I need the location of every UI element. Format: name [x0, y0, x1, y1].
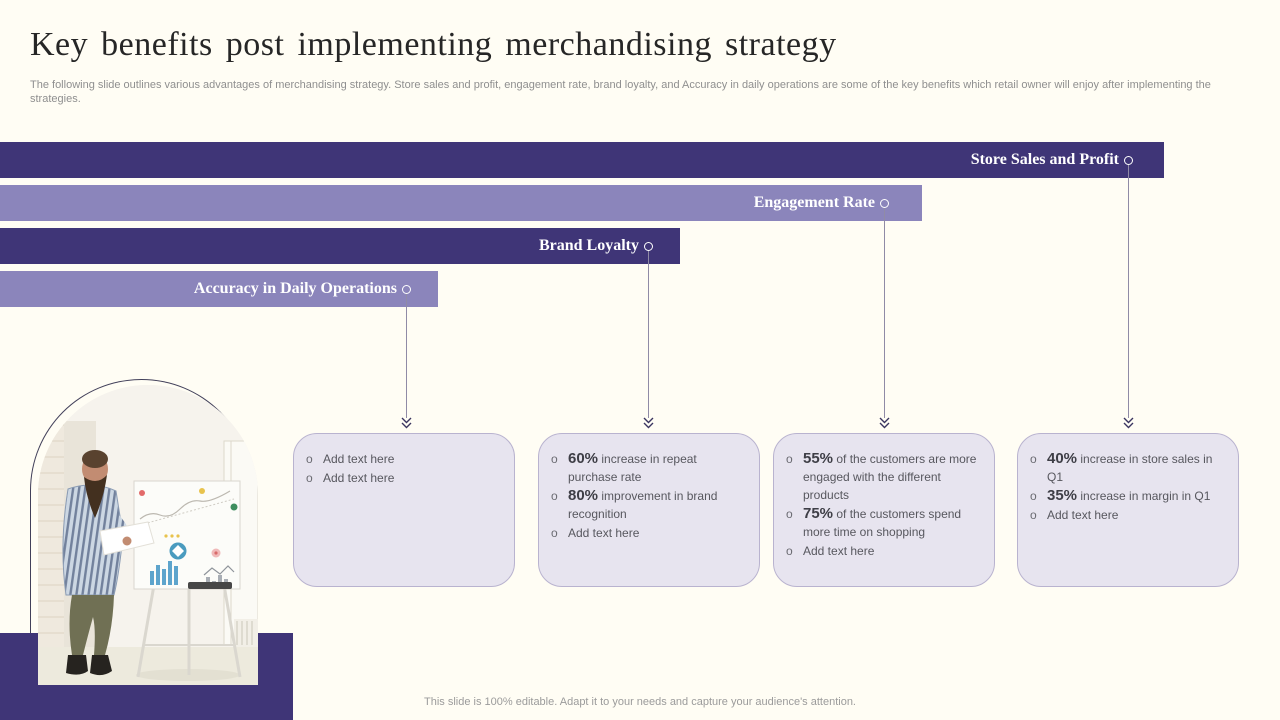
arrow-down-icon	[878, 417, 891, 435]
connector-line	[884, 208, 885, 418]
percentage-value: 60%	[568, 450, 599, 467]
connector-line	[648, 251, 649, 418]
benefit-bar-label: Engagement Rate	[753, 194, 875, 211]
card-item-text: Add text here	[1047, 508, 1119, 522]
marker-circle-icon	[401, 284, 411, 294]
bullet-icon: o	[551, 489, 558, 503]
card-item-text: Add text here	[323, 452, 395, 466]
card-item: o 75% of the customers spend more time on…	[786, 505, 984, 541]
card-item-text: 40% increase in store sales in Q1	[1047, 450, 1213, 484]
benefit-bar-label: Accuracy in Daily Operations	[193, 280, 397, 297]
card-item-text: 60% increase in repeat purchase rate	[568, 450, 697, 484]
benefit-bar-label: Brand Loyalty	[538, 237, 639, 254]
marker-circle-icon	[643, 241, 653, 251]
card-item-text: Add text here	[323, 471, 395, 485]
card-item-text: 75% of the customers spend more time on …	[803, 505, 962, 539]
bullet-icon: o	[1030, 508, 1037, 522]
card-item: o Add text here	[1030, 506, 1228, 524]
card-item: o 80% improvement in brand recognition	[551, 487, 749, 523]
footer-note: This slide is 100% editable. Adapt it to…	[424, 696, 856, 708]
card-item: o 60% increase in repeat purchase rate	[551, 450, 749, 486]
arrow-down-icon	[400, 417, 413, 435]
bullet-icon: o	[786, 507, 793, 521]
percentage-value: 80%	[568, 487, 599, 504]
bullet-icon: o	[1030, 489, 1037, 503]
benefit-card-4: o 40% increase in store sales in Q1 o 35% i…	[1017, 433, 1239, 587]
card-item: o Add text here	[786, 542, 984, 560]
card-item: o Add text here	[306, 450, 504, 468]
bullet-icon: o	[786, 544, 793, 558]
page-title: Key benefits post implementing merchandi…	[30, 26, 837, 63]
card-item: o Add text here	[551, 524, 749, 542]
benefit-bar-brand-loyalty: Brand Loyalty	[0, 228, 680, 264]
benefit-bar-store-sales-and-profit: Store Sales and Profit	[0, 142, 1164, 178]
presenter-photo-illustration	[38, 385, 258, 685]
card-item: o 35% increase in margin in Q1	[1030, 487, 1228, 505]
arrow-down-icon	[1122, 417, 1135, 435]
card-item-text: 35% increase in margin in Q1	[1047, 487, 1211, 504]
bullet-icon: o	[306, 471, 313, 485]
slide-description: The following slide outlines various adv…	[30, 79, 1211, 105]
percentage-value: 55%	[803, 450, 834, 467]
bullet-icon: o	[551, 526, 558, 540]
marker-circle-icon	[879, 198, 889, 208]
percentage-value: 40%	[1047, 450, 1078, 467]
card-item-text: Add text here	[803, 544, 875, 558]
benefit-card-2: o 60% increase in repeat purchase rate o 80…	[538, 433, 760, 587]
card-item-text: Add text here	[568, 526, 640, 540]
card-item-text: 55% of the customers are more engaged wi…	[803, 450, 977, 502]
presenter-at-flipchart-photo	[38, 385, 258, 685]
card-item: o Add text here	[306, 469, 504, 487]
connector-line	[1128, 165, 1129, 418]
arrow-down-icon	[642, 417, 655, 435]
bullet-icon: o	[786, 452, 793, 466]
benefit-bar-accuracy-in-daily-operations: Accuracy in Daily Operations	[0, 271, 438, 307]
bullet-icon: o	[306, 452, 313, 466]
marker-circle-icon	[1123, 155, 1133, 165]
card-item-text: 80% improvement in brand recognition	[568, 487, 718, 521]
card-item: o 40% increase in store sales in Q1	[1030, 450, 1228, 486]
benefit-card-3: o 55% of the customers are more engaged w…	[773, 433, 995, 587]
benefit-bar-label: Store Sales and Profit	[970, 151, 1119, 168]
connector-line	[406, 294, 407, 418]
benefit-bar-engagement-rate: Engagement Rate	[0, 185, 922, 221]
percentage-value: 75%	[803, 505, 834, 522]
bullet-icon: o	[551, 452, 558, 466]
card-item: o 55% of the customers are more engaged w…	[786, 450, 984, 504]
bullet-icon: o	[1030, 452, 1037, 466]
percentage-value: 35%	[1047, 487, 1078, 504]
